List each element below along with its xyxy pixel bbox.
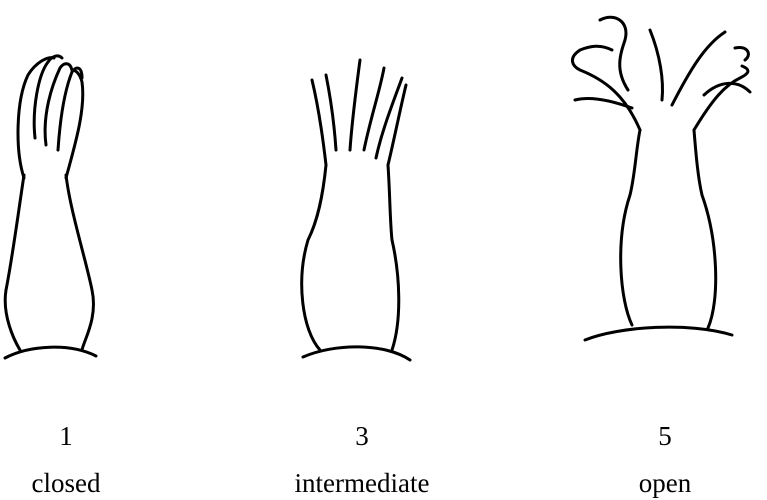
open-polyp-tentacle-center	[650, 30, 663, 100]
open-polyp-tentacle-right-2	[694, 66, 748, 130]
intermediate-polyp-tentacle-2	[326, 75, 336, 150]
stage-1-number: 1	[0, 423, 166, 450]
closed-polyp-drawing	[5, 56, 96, 358]
open-polyp-tentacle-right-tip	[735, 47, 748, 60]
open-polyp-right-body	[694, 130, 716, 328]
open-polyp-left-body	[621, 130, 640, 325]
stage-3-number: 3	[262, 423, 462, 450]
open-polyp-tentacle-left-tip	[600, 17, 628, 90]
open-polyp-base	[585, 327, 732, 340]
stage-3-name: intermediate	[262, 470, 462, 497]
closed-polyp-left-body	[5, 175, 24, 350]
stage-5-number: 5	[565, 423, 765, 450]
intermediate-polyp-left-body	[302, 165, 326, 350]
closed-polyp-right-body	[66, 175, 93, 350]
closed-polyp-tentacle-4	[58, 68, 82, 150]
closed-polyp-tentacle-1	[18, 58, 54, 178]
intermediate-polyp-drawing	[302, 60, 410, 360]
intermediate-polyp-tentacle-1	[312, 80, 326, 165]
stage-1-name: closed	[0, 470, 166, 497]
intermediate-polyp-tentacle-3	[350, 60, 360, 150]
stage-5-name: open	[565, 470, 765, 497]
open-polyp-drawing	[572, 17, 750, 340]
open-polyp-tentacle-right-1	[672, 32, 725, 105]
intermediate-polyp-right-body	[388, 165, 399, 350]
intermediate-polyp-tentacle-6	[388, 85, 406, 165]
open-polyp-tentacle-left-upper	[572, 46, 640, 130]
